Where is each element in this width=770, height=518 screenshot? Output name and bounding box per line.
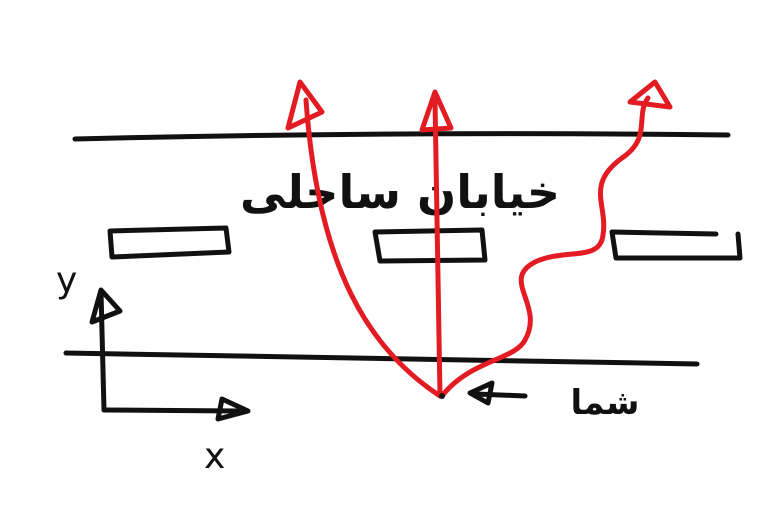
lane-dash-middle <box>372 227 488 264</box>
path-left <box>303 97 443 399</box>
you-label: شما <box>571 383 640 423</box>
y-axis-label: y <box>56 260 77 301</box>
street-bottom-edge <box>63 350 700 367</box>
start-point <box>439 393 445 399</box>
y-axis <box>98 289 107 413</box>
path-straight <box>432 97 443 399</box>
y-axis-arrowhead <box>89 287 123 325</box>
x-axis <box>101 407 241 414</box>
pointer-arrow <box>473 391 528 399</box>
x-axis-arrowhead <box>215 396 251 422</box>
pointer-arrowhead <box>467 380 495 406</box>
lane-dash-right <box>609 229 743 261</box>
street-top-edge <box>72 131 731 142</box>
path-wavy-right-arrowhead <box>627 79 673 110</box>
lane-dash-left <box>107 225 232 260</box>
path-wavy-right <box>439 95 651 399</box>
path-left-arrowhead <box>285 79 325 131</box>
x-axis-label: x <box>204 436 225 477</box>
path-straight-arrowhead <box>419 89 454 133</box>
street-name-label: خیابان ساحلی <box>240 165 560 219</box>
